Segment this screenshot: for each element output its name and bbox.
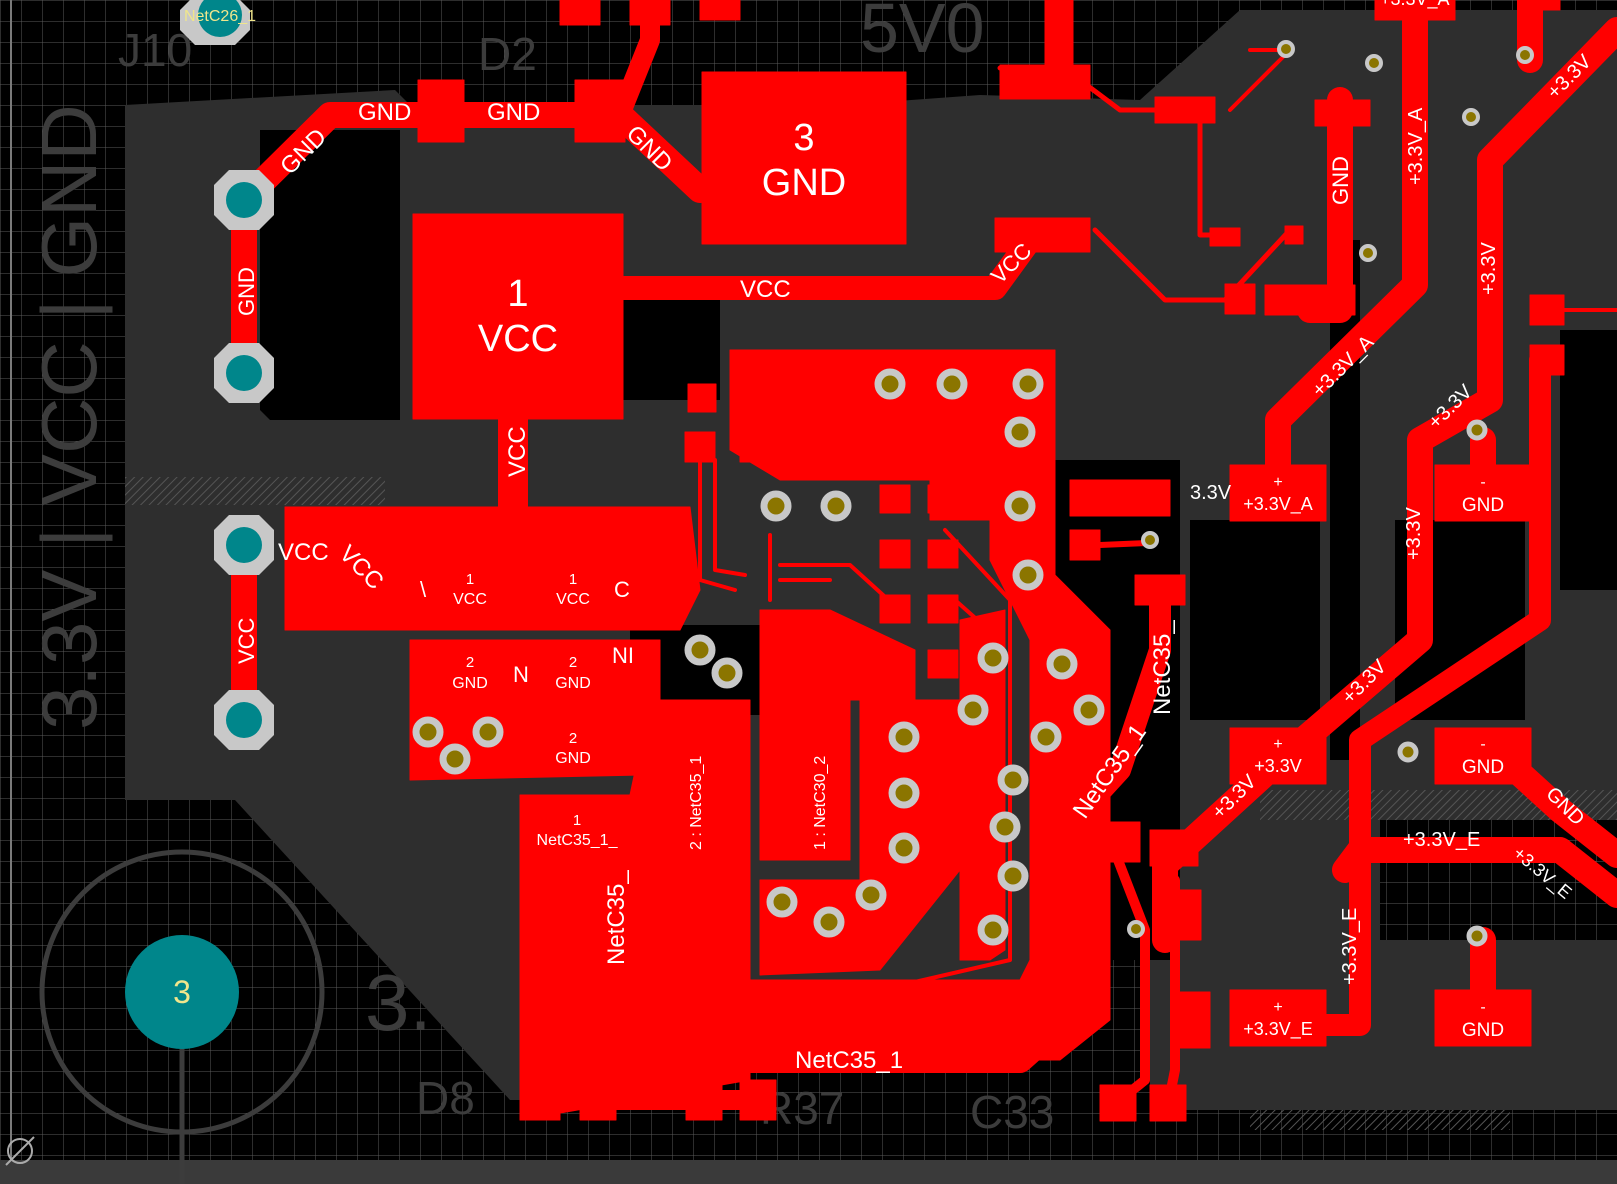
trace-netc35-v: NetC35_ <box>603 870 630 965</box>
vcc-1a-num: 1 <box>466 571 474 588</box>
pad-netc35-2: 2 : NetC35_1 <box>688 756 705 850</box>
netc35-pad-net: NetC35_1_ <box>537 832 619 849</box>
trace-vcc-h: VCC <box>740 276 791 303</box>
v33a-pad-sign: + <box>1273 474 1282 491</box>
designator-c33: C33 <box>970 1086 1054 1138</box>
v33e-pad-net: +3.3V_E <box>1243 1019 1313 1040</box>
round-pad-number: 3 <box>173 974 191 1010</box>
pad3-number: 3 <box>793 117 814 159</box>
pad-j10-1 <box>214 170 274 230</box>
via-group <box>412 368 1488 947</box>
pad-j10-3 <box>214 515 274 575</box>
trace-3v3-1: +3.3V <box>1478 242 1500 295</box>
trace-3v3-partial: 3.3V <box>1190 482 1232 504</box>
gnd-pad-b-net: GND <box>1462 757 1504 778</box>
gnd-2c-net: GND <box>555 750 591 767</box>
trace-gnd-vert: GND <box>234 267 259 316</box>
v33a-pad-net: +3.3V_A <box>1243 494 1313 515</box>
frag-ni: NI <box>612 643 634 668</box>
trace-gnd-3: GND <box>487 99 540 126</box>
trace-vcc-v2: VCC <box>234 617 259 664</box>
designator-d2: D2 <box>478 28 537 80</box>
gnd-pad-c-net: GND <box>1462 1020 1504 1041</box>
v33-pad-net: +3.3V <box>1254 756 1302 776</box>
trace-vcc-left: VCC <box>278 539 329 566</box>
frag-v: \ <box>420 577 427 602</box>
frag-c: C <box>614 577 630 602</box>
designator-d8: D8 <box>416 1072 475 1124</box>
gnd-2b-num: 2 <box>569 654 577 671</box>
pad-top-netc26 <box>180 0 250 45</box>
silkscreen-layer: 3.3V | VCC | GND J10 D2 D8 R37 C33 5V0 3… <box>25 0 1054 1138</box>
frag-n: N <box>513 662 529 687</box>
designator-j10: J10 <box>118 24 192 76</box>
trace-netc35-h: NetC35_1 <box>795 1047 903 1074</box>
trace-vcc-v1: VCC <box>504 426 531 477</box>
gnd-pad-a-net: GND <box>1462 495 1504 516</box>
trace-netc35-r: NetC35_ <box>1149 620 1176 715</box>
trace-3v3-a3: +3.3V_A <box>1380 0 1450 10</box>
pad-netc30-1: 1 : NetC30_2 <box>812 756 829 850</box>
pad1-net: VCC <box>478 318 558 360</box>
pad1-number: 1 <box>507 273 528 315</box>
netc35-pad-num: 1 <box>573 812 581 829</box>
teal-pads[interactable] <box>125 0 274 1049</box>
gnd-2b-net: GND <box>555 675 591 692</box>
red-copper-layer <box>231 0 1617 1122</box>
gnd-pad-a-sign: - <box>1480 474 1485 491</box>
silk-vertical-text: 3.3V | VCC | GND <box>25 104 113 730</box>
gnd-2a-num: 2 <box>466 654 474 671</box>
origin-marker <box>7 1138 33 1164</box>
hatch-strip-bottom <box>1250 1110 1510 1130</box>
pad3-net: GND <box>762 162 846 204</box>
small-vias <box>1127 40 1534 938</box>
gnd-pad-b-sign: - <box>1480 736 1485 753</box>
trace-3v3-a1: +3.3V_A <box>1405 107 1427 185</box>
trace-3v3-4: +3.3V <box>1403 507 1425 560</box>
pad-j10-2 <box>214 343 274 403</box>
trace-gnd-2: GND <box>358 99 411 126</box>
trace-3v3e-v: +3.3V_E <box>1339 908 1361 985</box>
gnd-2a-net: GND <box>452 675 488 692</box>
v33e-pad-sign: + <box>1273 999 1282 1016</box>
pad-j10-4 <box>214 690 274 750</box>
top-pad-label: NetC26_1 <box>184 8 256 25</box>
origin-marker-line <box>5 1136 35 1166</box>
trace-gnd-right-v: GND <box>1328 156 1353 205</box>
board-edge-bottom <box>0 1160 1617 1184</box>
v33-pad-sign: + <box>1273 736 1282 753</box>
vcc-1a-net: VCC <box>453 591 487 608</box>
vcc-1b-num: 1 <box>569 571 577 588</box>
trace-3v3e-h: +3.3V_E <box>1403 829 1480 851</box>
designator-top-partial: 5V0 <box>860 0 985 67</box>
gnd-pad-c-sign: - <box>1480 999 1485 1016</box>
silk-bottom-left: 3. <box>365 958 432 1047</box>
hatch-strip-left <box>125 477 385 505</box>
gnd-2c-num: 2 <box>569 730 577 747</box>
vcc-1b-net: VCC <box>556 591 590 608</box>
pad-round-3 <box>125 935 239 1049</box>
